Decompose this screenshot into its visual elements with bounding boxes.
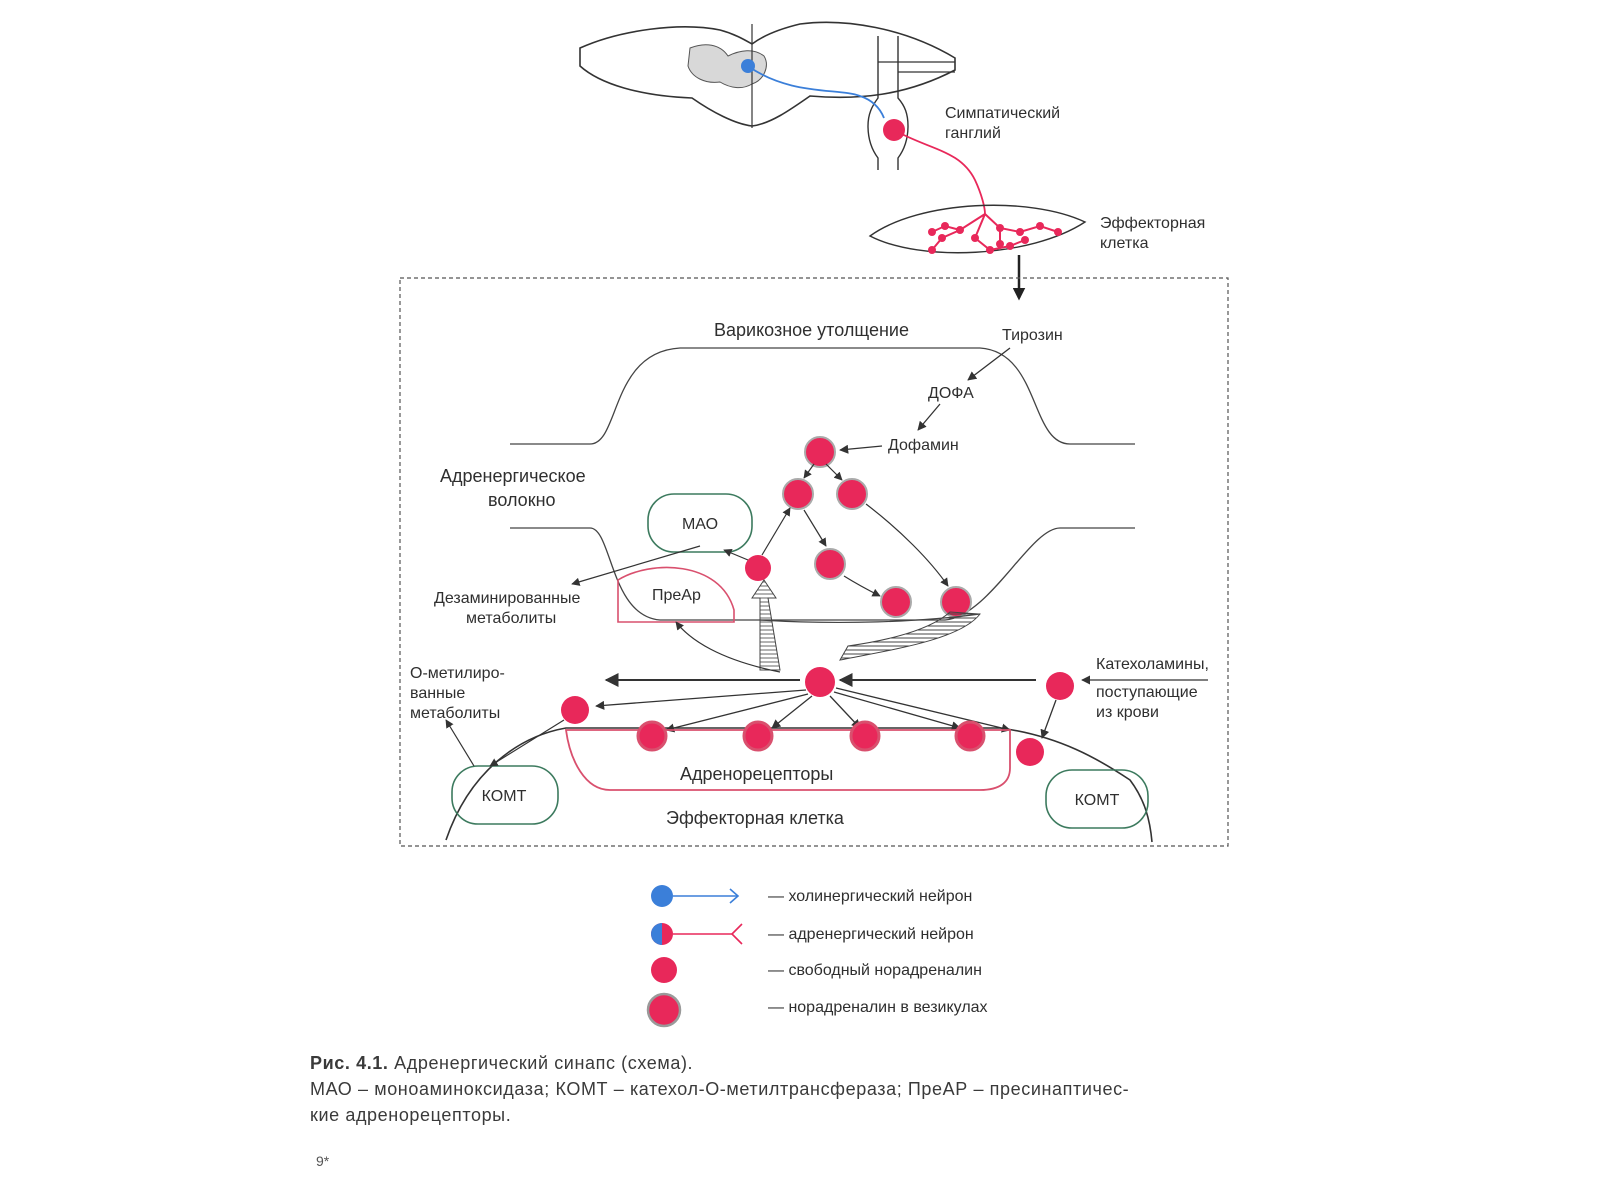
uptake-arrow-vertical <box>751 579 781 671</box>
effector-cell-top <box>868 204 1087 254</box>
effector-cell-bottom-label: Эффекторная клетка <box>666 808 845 828</box>
komt-left-enzyme <box>451 765 559 825</box>
ganglion-label: Симпатический ганглий <box>945 105 1065 142</box>
methylated-label: О-метилиро- ванные метаболиты <box>410 665 509 722</box>
legend: — холинергический нейрон — адренергическ… <box>646 885 988 1028</box>
caption-line-3: кие адренорецепторы. <box>310 1105 512 1125</box>
legend-vesicle-na-text: — норадреналин в везикулах <box>768 999 988 1016</box>
cholinergic-neuron <box>741 59 885 119</box>
effector-cell-top-label: Эффекторная клетка <box>1100 215 1210 252</box>
vesicle-noradrenaline-group <box>782 436 972 618</box>
varicosity-membrane-top <box>510 347 1135 445</box>
released-noradrenaline <box>805 667 835 697</box>
blood-catecholamine <box>1046 672 1074 700</box>
uptake-arrow-curved <box>839 611 981 661</box>
prear-receptor <box>617 566 735 623</box>
tyrosine-label: Тирозин <box>1002 327 1063 344</box>
catecholamines-label: Катехоламины, поступающие из крови <box>1096 656 1213 721</box>
deaminated-label: Дезаминированные метаболиты <box>434 590 585 627</box>
komt-left-label: КОМТ <box>482 788 527 805</box>
mao-enzyme <box>647 493 753 553</box>
figure-caption: Рис. 4.1. Адренергический синапс (схема)… <box>310 1050 1320 1128</box>
free-noradrenaline <box>745 555 771 581</box>
prear-label: ПреАр <box>652 587 701 604</box>
komt-right-label: КОМТ <box>1075 792 1120 809</box>
effector-membrane <box>445 727 1153 843</box>
spinal-cord-section <box>579 21 956 170</box>
legend-free-na-symbol <box>651 957 677 983</box>
legend-adrenergic-text: — адренергический нейрон <box>768 926 974 943</box>
page-number: 9* <box>316 1153 330 1169</box>
adrenoreceptors-label: Адренорецепторы <box>680 764 833 784</box>
caption-line-2: МАО – моноаминоксидаза; КОМТ – катехол-О… <box>310 1079 1130 1099</box>
figure-title: Адренергический синапс (схема). <box>394 1053 694 1073</box>
komt-right-enzyme <box>1045 769 1149 829</box>
mao-label: МАО <box>682 516 718 533</box>
adrenergic-fiber-label: Адренергическое волокно <box>440 466 591 510</box>
legend-free-na-text: — свободный норадреналин <box>768 962 982 979</box>
legend-cholinergic-symbol <box>651 885 740 907</box>
legend-vesicle-na-symbol <box>646 992 682 1028</box>
vesicle-arrows <box>761 463 949 597</box>
legend-adrenergic-symbol <box>651 923 743 945</box>
figure-number: Рис. 4.1. <box>310 1053 389 1073</box>
dopamine-label: Дофамин <box>888 437 959 454</box>
adrenoreceptor-band <box>564 729 1011 791</box>
legend-cholinergic-text: — холинергический нейрон <box>768 888 972 905</box>
receptor-bound-noradrenaline <box>561 696 1044 766</box>
zoom-frame <box>399 277 1229 847</box>
dopa-label: ДОФА <box>928 385 974 402</box>
release-arrows <box>595 687 1011 733</box>
varicosity-label: Варикозное утолщение <box>714 320 909 340</box>
